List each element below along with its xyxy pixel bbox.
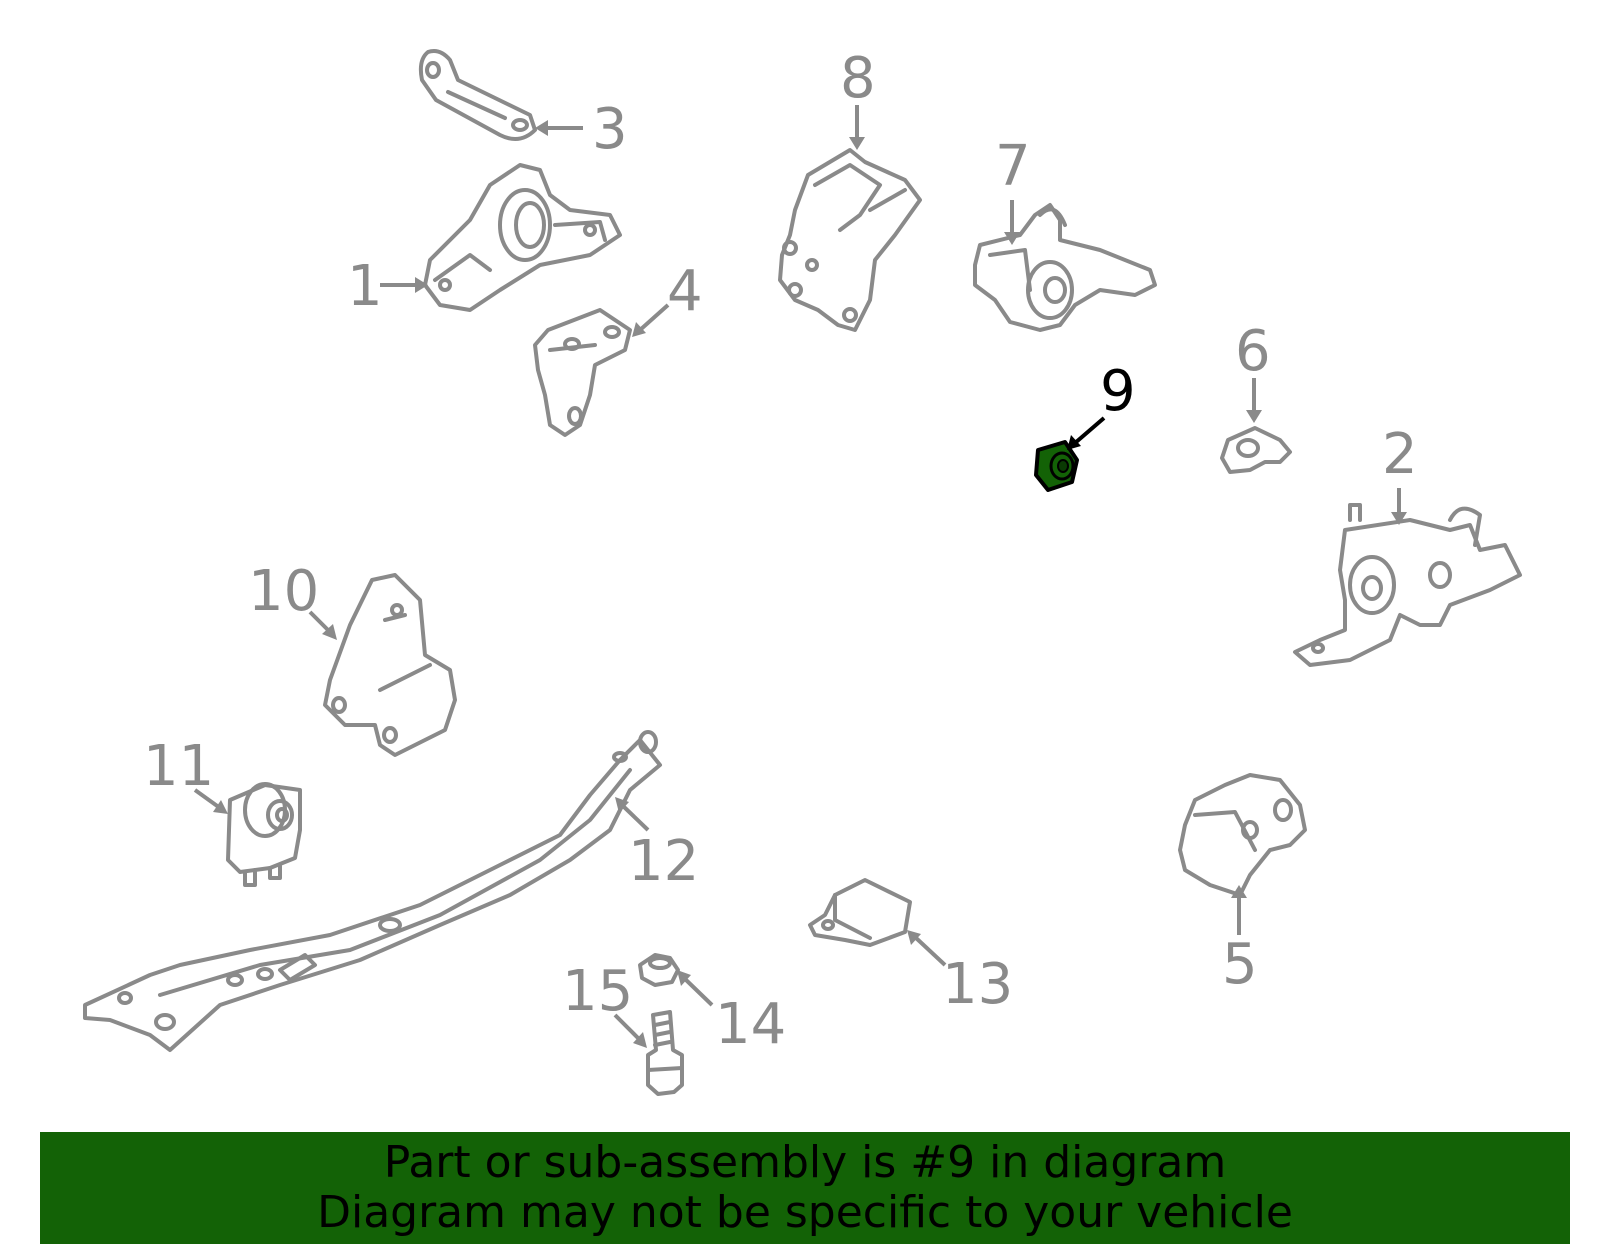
callout-12[interactable]: 12 (628, 829, 699, 894)
part-15-stud[interactable] (646, 1010, 684, 1096)
callout-5[interactable]: 5 (1222, 932, 1258, 997)
callout-10[interactable]: 10 (248, 559, 319, 624)
callout-labels: 1 2 3 4 5 6 7 8 9 10 11 12 13 14 15 (143, 46, 1418, 1057)
callout-arrows (193, 105, 1407, 1048)
banner-line-disclaimer: Diagram may not be specific to your vehi… (317, 1187, 1293, 1238)
part-10-bracket-plate[interactable] (323, 573, 457, 757)
part-3-bracket[interactable] (418, 49, 537, 141)
callout-7[interactable]: 7 (995, 134, 1031, 199)
part-9-nut[interactable] (1034, 440, 1079, 492)
part-14-nut[interactable] (638, 953, 680, 987)
part-13-block[interactable] (808, 878, 912, 947)
part-5-mount-bracket[interactable] (1178, 773, 1307, 897)
part-7-mount[interactable] (973, 203, 1157, 332)
callout-11[interactable]: 11 (143, 734, 214, 799)
part-2-mount-assembly[interactable] (1293, 503, 1522, 667)
callout-13[interactable]: 13 (942, 952, 1013, 1017)
part-4-bracket[interactable] (533, 308, 632, 437)
callout-4[interactable]: 4 (667, 259, 703, 324)
part-1-engine-mount[interactable] (423, 163, 622, 312)
callout-15[interactable]: 15 (562, 959, 633, 1024)
part-6-clip[interactable] (1220, 426, 1292, 474)
part-11-mount[interactable] (226, 782, 302, 887)
callout-1[interactable]: 1 (347, 254, 383, 319)
callout-9[interactable]: 9 (1100, 359, 1136, 424)
part-8-bracket[interactable] (778, 148, 922, 332)
callout-6[interactable]: 6 (1235, 319, 1271, 384)
part-12-crossmember[interactable] (83, 730, 662, 1052)
callout-2[interactable]: 2 (1382, 422, 1418, 487)
banner-line-part: Part or sub-assembly is #9 in diagram (383, 1137, 1227, 1188)
callout-8[interactable]: 8 (840, 46, 876, 111)
info-banner: Part or sub-assembly is #9 in diagram Di… (40, 1132, 1570, 1244)
callout-14[interactable]: 14 (715, 992, 786, 1057)
callout-3[interactable]: 3 (592, 97, 628, 162)
